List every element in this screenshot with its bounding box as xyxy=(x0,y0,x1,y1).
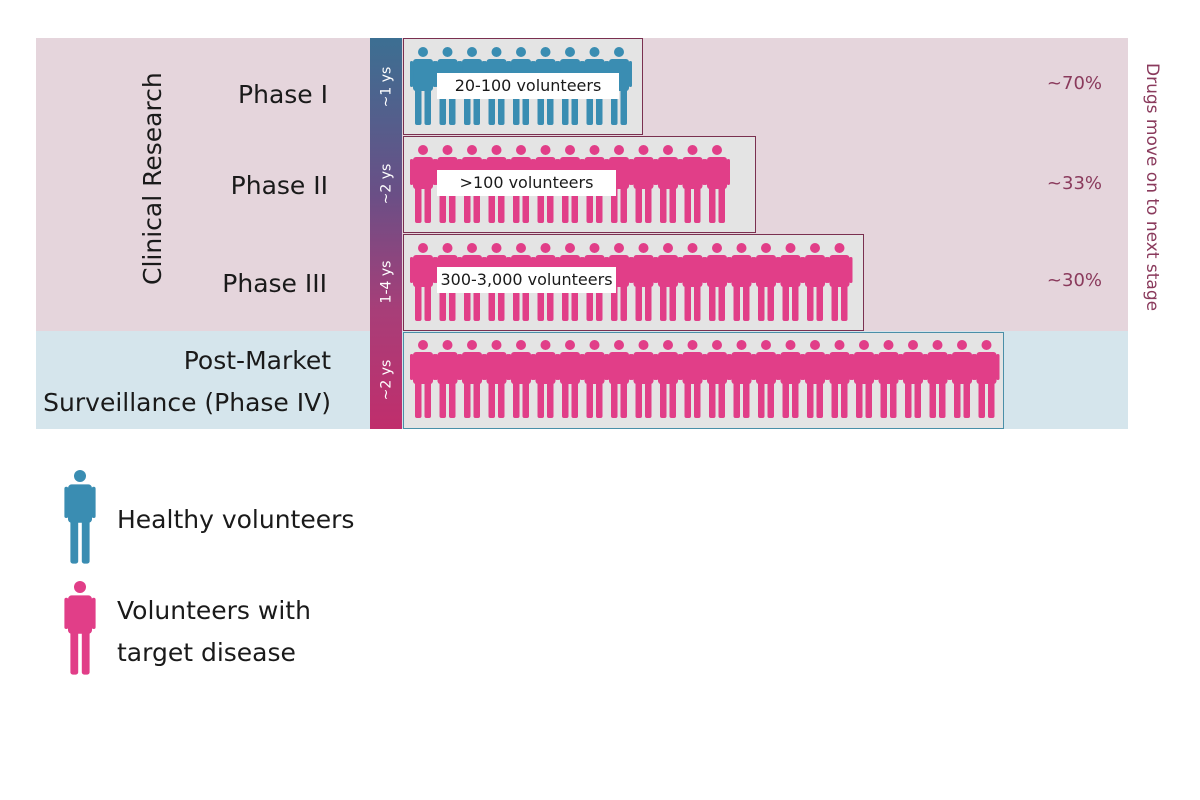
phase-label-4-line1: Post-Market xyxy=(183,346,331,375)
person-figure-phase-3-18 xyxy=(826,243,853,321)
person-figure-phase-4-1 xyxy=(410,340,436,418)
legend-disease-line1: Volunteers with xyxy=(117,596,311,625)
person-figure-phase-4-13 xyxy=(704,340,730,418)
percent-phase-3: ~30% xyxy=(1046,270,1102,291)
person-figure-phase-3-16 xyxy=(777,243,804,321)
percent-phase-1: ~70% xyxy=(1046,73,1102,94)
person-figure-phase-1-1 xyxy=(410,47,436,125)
person-figure-phase-4-20 xyxy=(875,340,902,418)
person-figure-phase-4-19 xyxy=(851,340,877,418)
person-figure-phase-4-16 xyxy=(777,340,804,418)
person-figure-phase-4-24 xyxy=(973,340,1000,418)
person-figure-phase-2-11 xyxy=(655,145,681,223)
person-figure-phase-3-12 xyxy=(679,243,706,321)
volunteers-phase-1: 20-100 volunteers xyxy=(437,73,619,99)
legend-healthy-label: Healthy volunteers xyxy=(117,505,355,534)
phase-label-4: Post-Market Surveillance (Phase IV) xyxy=(43,340,331,424)
volunteers-phase-3: 300-3,000 volunteers xyxy=(437,267,616,293)
phase-label-3: Phase III xyxy=(222,269,327,298)
person-figure-phase-3-15 xyxy=(753,243,779,321)
person-figure-phase-4-10 xyxy=(630,340,657,418)
person-figure-phase-4-5 xyxy=(508,340,534,418)
person-figure-phase-3-10 xyxy=(630,243,657,321)
person-figure-phase-4-22 xyxy=(924,340,951,418)
person-figure-phase-4-21 xyxy=(900,340,926,418)
person-figure-phase-4-15 xyxy=(753,340,779,418)
legend-disease-icon xyxy=(64,581,96,675)
person-figure-phase-2-10 xyxy=(630,145,657,223)
legend-disease-figure xyxy=(64,581,96,675)
person-figure-phase-4-2 xyxy=(434,340,461,418)
duration-strip xyxy=(370,38,402,429)
phase-label-4-line2: Surveillance (Phase IV) xyxy=(43,388,331,417)
side-note-drugs-move-on: Drugs move on to next stage xyxy=(1142,63,1162,312)
legend-healthy-icon xyxy=(64,470,96,564)
volunteers-phase-2: >100 volunteers xyxy=(437,170,616,196)
person-figure-phase-3-17 xyxy=(802,243,828,321)
phase-label-1: Phase I xyxy=(238,80,328,109)
legend-disease-label: Volunteers with target disease xyxy=(117,590,311,674)
person-figure-phase-3-13 xyxy=(704,243,730,321)
legend-disease-line2: target disease xyxy=(117,638,296,667)
person-figure-phase-4-12 xyxy=(679,340,706,418)
person-figure-phase-4-4 xyxy=(483,340,510,418)
person-figure-phase-4-9 xyxy=(606,340,632,418)
person-figure-phase-4-8 xyxy=(581,340,608,418)
person-figure-phase-4-6 xyxy=(532,340,559,418)
person-figure-phase-4-14 xyxy=(728,340,755,418)
person-figure-phase-2-1 xyxy=(410,145,436,223)
percent-phase-2: ~33% xyxy=(1046,173,1102,194)
person-figure-phase-3-1 xyxy=(410,243,436,321)
person-figure-phase-4-3 xyxy=(459,340,485,418)
person-figure-phase-4-17 xyxy=(802,340,828,418)
person-figure-phase-3-14 xyxy=(728,243,755,321)
person-figure-phase-4-23 xyxy=(949,340,975,418)
person-figure-phase-4-7 xyxy=(557,340,583,418)
person-figure-phase-2-12 xyxy=(679,145,706,223)
person-figure-phase-2-13 xyxy=(704,145,730,223)
person-figure-phase-3-11 xyxy=(655,243,681,321)
phase-label-2: Phase II xyxy=(230,171,328,200)
person-figure-phase-4-11 xyxy=(655,340,681,418)
person-figure-phase-4-18 xyxy=(826,340,853,418)
legend-healthy-figure xyxy=(64,470,96,564)
